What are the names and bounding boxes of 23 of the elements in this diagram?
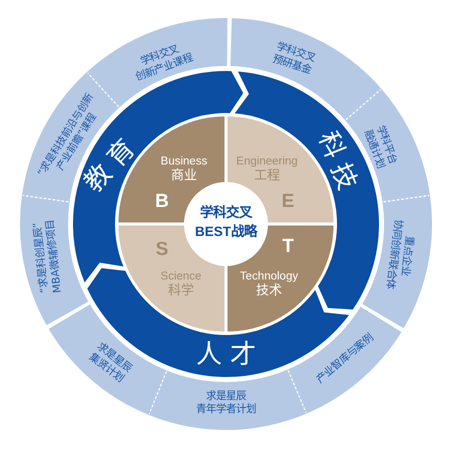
quadrant-label: 技术 bbox=[256, 284, 282, 298]
quadrant-label: Technology bbox=[240, 270, 298, 283]
segment-label: 学科交叉预研基金 bbox=[270, 40, 317, 77]
quadrant-label: Science bbox=[160, 270, 202, 283]
center-title: 学科交叉BEST战略 bbox=[194, 204, 258, 241]
segment-label: 求是星辰集贤计划 bbox=[86, 340, 134, 384]
segment-label: 学科交叉创新产业课程 bbox=[134, 43, 194, 84]
quadrant-label: 工程 bbox=[254, 168, 280, 184]
quadrant-label: Business bbox=[160, 156, 208, 168]
quadrant-label: 科学 bbox=[168, 284, 194, 298]
band-label: 人才 bbox=[195, 341, 264, 369]
quadrant-letter: T bbox=[282, 237, 294, 257]
segment-label: 求是星辰青年学者计划 bbox=[196, 390, 256, 415]
quadrant-label: Engineering bbox=[236, 156, 298, 168]
quadrant-letter: B bbox=[155, 192, 169, 212]
band-label: 科技 bbox=[311, 126, 364, 202]
quadrant-label: 商业 bbox=[171, 168, 197, 184]
quadrant-letter: S bbox=[156, 240, 168, 260]
segment-label: 学科平台融通计划 bbox=[362, 124, 399, 170]
segment-label: 重点企业协同创新联合体 bbox=[384, 218, 416, 290]
segment-label: 产业智库与案例 bbox=[314, 332, 376, 386]
quadrant-letter: E bbox=[282, 192, 294, 212]
segment-label: “求是科创星辰”MBA微辅修项目 bbox=[31, 219, 64, 294]
